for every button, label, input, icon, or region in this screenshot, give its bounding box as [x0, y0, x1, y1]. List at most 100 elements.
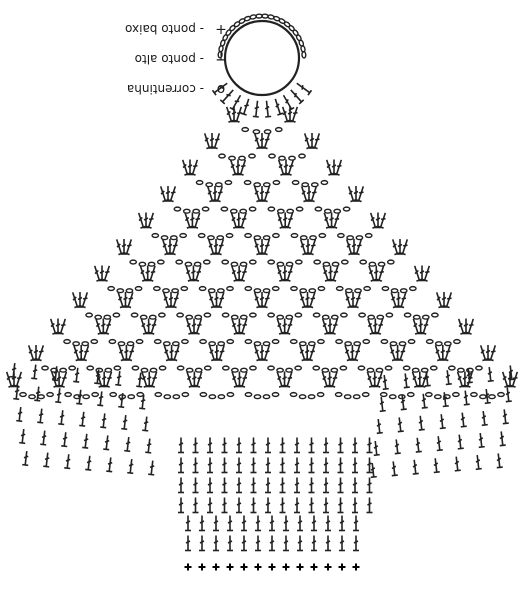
chain-stitch: [262, 288, 271, 294]
single-crochet-stitch: [296, 563, 304, 571]
chain-stitch: [192, 208, 201, 214]
chain-stitch: [411, 367, 420, 373]
double-crochet-stitch: [265, 477, 271, 494]
chain-stitch: [241, 126, 250, 133]
chain-stitch: [346, 235, 355, 241]
double-crochet-stitch: [505, 387, 512, 403]
chain-stitch: [385, 312, 394, 318]
double-crochet-stitch: [139, 394, 146, 410]
chain-stitch: [202, 259, 211, 265]
chain-stitch: [151, 232, 160, 239]
double-crochet-stitch: [168, 345, 175, 361]
double-crochet-stitch: [373, 440, 380, 457]
chain-stitch: [201, 206, 210, 212]
chain-stitch: [313, 259, 322, 265]
chain-oval-icon: o: [216, 81, 226, 97]
chain-stitch: [253, 288, 262, 294]
double-crochet-stitch: [374, 318, 384, 335]
chain-stitch: [407, 338, 416, 345]
chain-stitch: [182, 208, 191, 214]
chain-stitch: [381, 285, 390, 292]
double-crochet-stitch: [463, 318, 469, 335]
chain-stitch: [226, 285, 234, 292]
chain-stitch: [162, 341, 171, 347]
single-crochet-stitch: [352, 563, 360, 571]
chain-stitch: [272, 179, 281, 186]
chain-stitch: [321, 314, 330, 320]
single-crochet-stitch: [226, 563, 234, 571]
chain-stitch: [109, 391, 118, 398]
chain-stitch: [488, 394, 496, 400]
chain-stitch: [274, 126, 283, 133]
chain-stitch: [288, 155, 296, 161]
double-crochet-stitch: [31, 364, 38, 380]
chain-stitch: [289, 391, 298, 398]
chain-stitch: [244, 391, 253, 398]
double-crochet-stitch: [103, 371, 113, 388]
double-crochet-stitch: [55, 388, 62, 404]
double-crochet-stitch: [331, 212, 340, 229]
chain-stitch: [447, 365, 456, 371]
double-crochet-stitch: [143, 212, 149, 229]
double-crochet-stitch: [219, 89, 234, 105]
double-crochet-stitch: [239, 371, 248, 388]
double-crochet-stitch: [445, 370, 452, 386]
double-crochet-stitch: [283, 515, 289, 532]
double-crochet-stitch: [85, 455, 92, 471]
double-crochet-stitch: [123, 239, 133, 256]
chain-stitch: [267, 206, 276, 212]
chain-stitch: [248, 153, 256, 159]
double-crochet-stitch: [58, 410, 65, 426]
chain-stitch: [203, 365, 212, 371]
chain-stitch: [226, 338, 235, 345]
double-crochet-stitch: [421, 393, 428, 409]
chain-stitch: [112, 312, 121, 318]
chain-stitch: [430, 312, 439, 318]
double-crochet-stitch: [259, 292, 265, 308]
chain-stitch: [263, 129, 272, 135]
double-crochet-stitch: [403, 373, 410, 389]
double-crochet-stitch: [439, 345, 446, 361]
chain-stitch: [290, 232, 299, 239]
double-crochet-stitch: [236, 265, 243, 282]
chain-stitch: [363, 285, 372, 292]
double-crochet-stitch: [191, 212, 201, 229]
chain-stitch: [41, 365, 49, 371]
chain-stitch: [240, 367, 248, 373]
chain-stitch: [322, 261, 331, 267]
chain-stitch: [276, 314, 285, 320]
double-crochet-stitch: [311, 515, 317, 532]
double-crochet-stitch: [415, 437, 422, 453]
double-crochet-stitch: [306, 186, 312, 202]
chain-stitch: [364, 232, 373, 239]
double-crochet-stitch: [373, 265, 380, 282]
double-crochet-stitch: [142, 416, 149, 432]
chain-stitch: [82, 394, 91, 400]
chain-stitch: [295, 206, 304, 212]
double-crochet-stitch: [496, 453, 503, 469]
double-crochet-stitch: [236, 318, 243, 335]
double-crochet-stitch: [193, 371, 203, 388]
chain-stitch: [28, 394, 36, 400]
chain-stitch: [307, 341, 316, 347]
chain-stitch: [113, 365, 122, 371]
chain-stitch: [63, 338, 71, 345]
double-crochet-stitch: [106, 457, 113, 473]
chain-stitch: [214, 182, 223, 188]
chain-stitch: [147, 261, 156, 267]
double-crochet-stitch: [236, 437, 242, 454]
double-crochet-stitch: [77, 292, 83, 308]
double-crochet-stitch: [78, 345, 85, 361]
double-crochet-stitch: [193, 318, 203, 335]
double-crochet-stitch: [371, 371, 378, 388]
double-crochet-stitch: [122, 292, 129, 308]
chain-stitch: [172, 394, 181, 400]
double-crochet-stitch: [382, 374, 389, 391]
chain-stitch: [267, 259, 276, 265]
chain-stitch: [230, 261, 239, 267]
chain-stitch: [163, 394, 172, 400]
chain-stitch: [309, 235, 317, 241]
chain-stitch: [176, 312, 185, 318]
chain-stitch: [380, 338, 389, 345]
